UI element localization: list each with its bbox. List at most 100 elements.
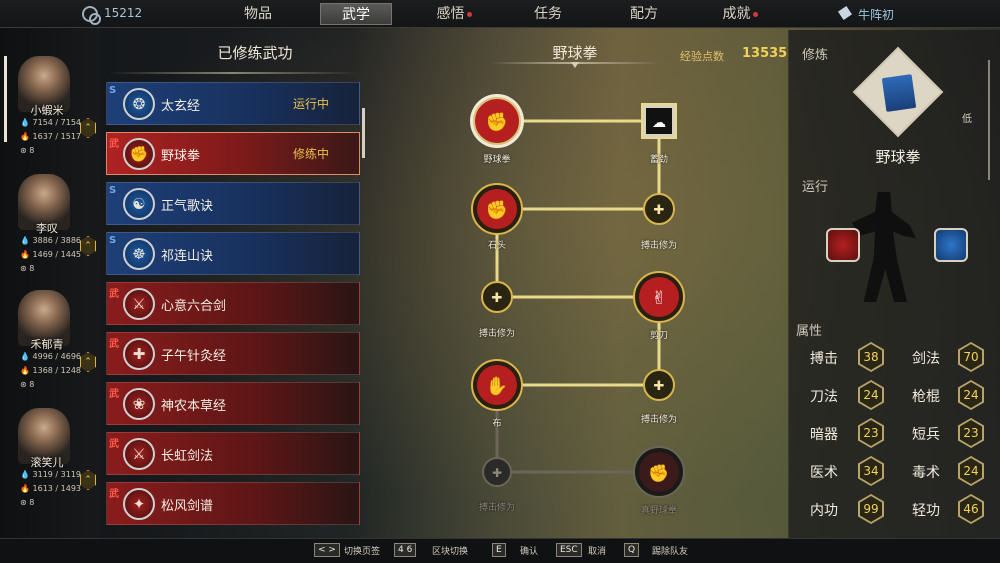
hint-text: 确认: [520, 547, 539, 557]
level-up-icon: ⌃: [80, 352, 96, 372]
skill-icon: ☸: [123, 238, 155, 270]
member-mp: 🔥 1368 / 1248: [20, 366, 82, 375]
svg-text:✌: ✌: [651, 288, 666, 309]
scrollbar[interactable]: [362, 108, 365, 158]
member-mp: 🔥 1613 / 1493: [20, 484, 82, 493]
party-member[interactable]: 小蝦米 💧 7154 / 7154 🔥 1637 / 1517 ⊛ 8 ⌃: [8, 52, 98, 170]
node-jiandao[interactable]: ✌: [633, 271, 685, 323]
low-label: 低: [962, 114, 972, 125]
attr-name: 轻功: [912, 503, 940, 519]
node-label: 搏击修为: [478, 329, 515, 339]
skill-name: 野球拳: [161, 149, 201, 164]
node-xujin[interactable]: ☁: [641, 103, 677, 139]
key-switch-tab[interactable]: < >: [314, 543, 340, 557]
attr-name: 短兵: [912, 427, 940, 443]
level-bar: [988, 60, 990, 180]
member-name: 禾郁青: [30, 338, 64, 351]
skill-item[interactable]: 武 ⚔ 长虹剑法: [106, 432, 360, 475]
level-up-icon: ⌃: [80, 118, 96, 138]
node-label: 野球拳: [483, 155, 511, 165]
node-bu[interactable]: ✋: [471, 359, 523, 411]
skill-item[interactable]: 武 ✦ 松风剑谱: [106, 482, 360, 525]
skill-item[interactable]: 武 ✊ 野球拳 修练中: [106, 132, 360, 175]
skill-name: 心意六合剑: [161, 299, 227, 314]
skill-item[interactable]: 武 ⚔ 心意六合剑: [106, 282, 360, 325]
node-label: 搏击修为: [640, 241, 677, 251]
tab-items[interactable]: 物品: [244, 6, 272, 22]
external-type-icon: 武: [109, 139, 119, 150]
key-cancel[interactable]: ESC: [556, 543, 582, 557]
member-name: 小蝦米: [30, 104, 64, 117]
member-hp: 💧 3119 / 3119: [20, 470, 82, 479]
party-member[interactable]: 滚笑儿 💧 3119 / 3119 🔥 1613 / 1493 ⊛ 8 ⌃: [8, 404, 98, 522]
member-level: ⊛ 8: [20, 380, 35, 389]
member-level: ⊛ 8: [20, 264, 35, 273]
svg-text:✚: ✚: [492, 291, 503, 306]
node-boji-3[interactable]: ✚: [643, 369, 675, 401]
node-boji-1[interactable]: ✚: [643, 193, 675, 225]
node-shitou[interactable]: ✊: [471, 183, 523, 235]
notification-dot: [752, 11, 758, 17]
member-mp: 🔥 1637 / 1517: [20, 132, 82, 141]
member-name: 滚笑儿: [30, 456, 64, 469]
notification-dot: [466, 11, 472, 17]
key-kick[interactable]: Q: [624, 543, 640, 557]
skill-item[interactable]: 武 ❀ 神农本草经: [106, 382, 360, 425]
avatar: [18, 174, 70, 230]
attr-name: 医术: [810, 465, 838, 481]
skill-icon: ✊: [123, 138, 155, 170]
party-member[interactable]: 李叹 💧 3886 / 3886 🔥 1469 / 1445 ⊛ 8 ⌃: [8, 170, 98, 288]
hint-text: 取消: [588, 547, 607, 557]
book-icon: [881, 74, 917, 112]
node-label: 真野球拳: [640, 506, 677, 516]
roster-selection-indicator: [4, 56, 7, 142]
member-level: ⊛ 8: [20, 146, 35, 155]
svg-text:✊: ✊: [648, 464, 669, 484]
skill-name: 长虹剑法: [161, 449, 214, 464]
top-bar: [0, 0, 1000, 28]
avatar: [18, 290, 70, 346]
caret-down-icon: [571, 62, 579, 68]
member-hp: 💧 7154 / 7154: [20, 118, 82, 127]
skill-item[interactable]: S ❂ 太玄经 运行中: [106, 82, 360, 125]
party-member[interactable]: 禾郁青 💧 4996 / 4696 🔥 1368 / 1248 ⊛ 8 ⌃: [8, 286, 98, 404]
skill-icon: ❂: [123, 88, 155, 120]
svg-text:✊: ✊: [486, 200, 508, 221]
skill-item[interactable]: S ☸ 祁连山诀: [106, 232, 360, 275]
tab-achievements[interactable]: 成就: [704, 3, 776, 25]
tab-insight[interactable]: 感悟: [418, 3, 490, 25]
member-hp: 💧 3886 / 3886: [20, 236, 82, 245]
node-boji-locked[interactable]: ✚: [482, 457, 512, 487]
skill-item[interactable]: S ☯ 正气歌诀: [106, 182, 360, 225]
key-confirm[interactable]: E: [492, 543, 506, 557]
member-hp: 💧 4996 / 4696: [20, 352, 82, 361]
node-zhenyeqiuquan-locked[interactable]: ✊: [633, 446, 685, 498]
avatar: [18, 56, 70, 112]
internal-type-icon: S: [109, 185, 117, 196]
skill-icon: ✦: [123, 488, 155, 520]
tab-martial-arts[interactable]: 武学: [320, 3, 392, 25]
hint-text: 区块切换: [432, 547, 469, 557]
attr-name: 枪棍: [912, 389, 940, 405]
skill-icon: ✚: [123, 338, 155, 370]
key-switch-block[interactable]: 4 6: [394, 543, 417, 557]
member-name: 李叹: [36, 222, 58, 235]
skill-name: 子午针灸经: [161, 349, 227, 364]
fist-icon[interactable]: [826, 228, 860, 262]
node-yeqiuquan[interactable]: ✊: [470, 94, 524, 148]
tab-quests[interactable]: 任务: [534, 6, 562, 22]
attr-name: 剑法: [912, 351, 940, 367]
attr-name: 暗器: [810, 427, 838, 443]
node-label: 蓄劲: [649, 155, 668, 165]
external-type-icon: 武: [109, 389, 119, 400]
cultivate-label: 修炼: [802, 48, 829, 63]
node-boji-2[interactable]: ✚: [481, 281, 513, 313]
internal-skill-icon[interactable]: [934, 228, 968, 262]
attr-name: 刀法: [810, 389, 838, 405]
tab-recipes[interactable]: 配方: [630, 6, 658, 22]
external-type-icon: 武: [109, 439, 119, 450]
skill-item[interactable]: 武 ✚ 子午针灸经: [106, 332, 360, 375]
svg-text:☁: ☁: [652, 115, 666, 131]
player-name[interactable]: 牛阵初: [858, 8, 895, 22]
hint-text: 踢除队友: [652, 547, 689, 557]
